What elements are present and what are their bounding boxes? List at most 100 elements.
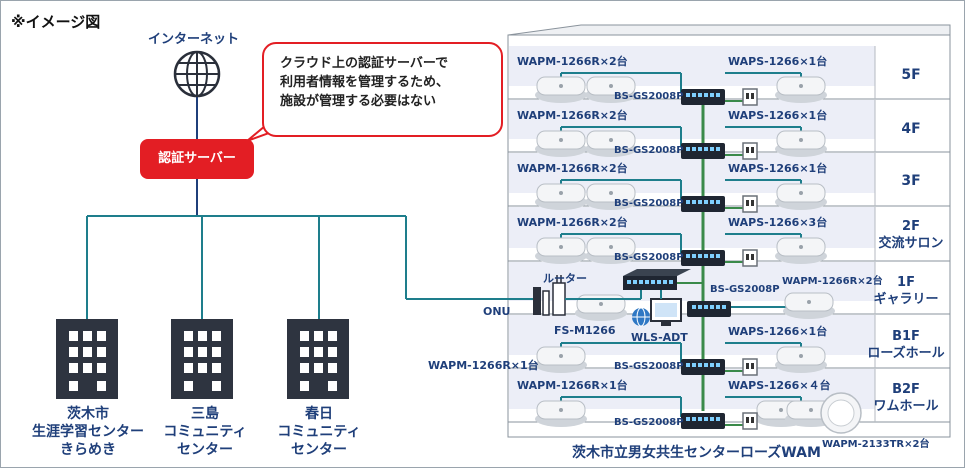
- ap-led: [807, 300, 811, 304]
- building-line: 茨木市: [67, 406, 109, 422]
- ap-label-left-4f: WAPM-1266R×2台: [517, 109, 628, 122]
- floor-label-4f: 4F: [901, 121, 921, 137]
- switch-port: [686, 147, 690, 151]
- outlet-body: [742, 358, 758, 376]
- ap-label-right-b1f: WAPS-1266×1台: [728, 325, 828, 338]
- access-point-icon: [535, 237, 587, 264]
- switch-label-3f: BS-GS2008P: [614, 198, 684, 209]
- poe-switch-icon: [681, 250, 725, 266]
- switch-port: [645, 280, 649, 284]
- switch-label-b1f: BS-GS2008P: [614, 361, 684, 372]
- switch-port: [686, 417, 690, 421]
- outlet-slot: [751, 147, 754, 153]
- switch-port: [698, 417, 702, 421]
- power-outlet-icon: [742, 195, 758, 213]
- building-window: [198, 347, 207, 357]
- switch-port: [639, 280, 643, 284]
- switch-port: [716, 147, 720, 151]
- switch-label-5f: BS-GS2008P: [614, 91, 684, 102]
- building-line: センター: [177, 442, 233, 458]
- building-window: [314, 347, 323, 357]
- ap-label-right-2f: WAPS-1266×3台: [728, 216, 828, 229]
- switch-port: [710, 93, 714, 97]
- floor-label-2f: 2F 交流サロン: [861, 218, 961, 252]
- building-window: [300, 363, 309, 373]
- switch-port: [716, 417, 720, 421]
- switch-port: [686, 200, 690, 204]
- switch-port: [698, 305, 702, 309]
- access-point-icon: [775, 183, 827, 210]
- outlet-slot: [746, 200, 749, 206]
- switch-port: [704, 93, 708, 97]
- switch-port: [692, 93, 696, 97]
- ap-label-left-b2f: WAPM-1266R×1台: [517, 379, 628, 392]
- core-switch-icon: [623, 269, 691, 290]
- building-window: [314, 363, 323, 373]
- switch-label-1f: BS-GS2008P: [710, 284, 780, 295]
- switch-port: [710, 363, 714, 367]
- poe-switch-icon: [681, 143, 725, 159]
- ap-label-right-5f: WAPS-1266×1台: [728, 55, 828, 68]
- ap-led: [599, 302, 603, 306]
- access-point-icon: [535, 76, 587, 103]
- ap-led: [809, 408, 813, 412]
- access-point-icon: [535, 130, 587, 157]
- access-point-icon: [585, 237, 637, 264]
- ap-label-left-2f: WAPM-1266R×2台: [517, 216, 628, 229]
- monitor-content: [655, 303, 677, 317]
- building-window: [212, 347, 221, 357]
- router-label: ルーター: [543, 272, 587, 285]
- switch-label-2f: BS-GS2008P: [614, 252, 684, 263]
- poe-switch-icon: [681, 89, 725, 105]
- switch-port: [704, 147, 708, 151]
- outlet-body: [742, 142, 758, 160]
- switch-port: [704, 200, 708, 204]
- facility-label: 茨木市立男女共生センターローズWAM: [572, 445, 821, 461]
- internet-label: インターネット: [148, 32, 240, 47]
- power-outlet-icon: [742, 142, 758, 160]
- floor-label-b1f: B1F ローズホール: [856, 328, 956, 362]
- wls-adt-label: WLS-ADT: [631, 331, 688, 344]
- ap-led: [799, 245, 803, 249]
- ap-led: [779, 408, 783, 412]
- access-point-icon: [585, 130, 637, 157]
- building-window: [300, 381, 309, 391]
- building-window: [198, 363, 207, 373]
- onu-stand: [542, 290, 550, 316]
- switch-port: [627, 280, 631, 284]
- ap-label-left-3f: WAPM-1266R×2台: [517, 162, 628, 175]
- ap-led: [559, 408, 563, 412]
- building-line: 生涯学習センター: [32, 424, 144, 440]
- building-window: [97, 331, 106, 341]
- outlet-slot: [746, 93, 749, 99]
- ap-led: [799, 191, 803, 195]
- ap-label-right-3f: WAPS-1266×1台: [728, 162, 828, 175]
- switch-port: [692, 417, 696, 421]
- outlet-slot: [746, 363, 749, 369]
- building-window: [97, 363, 106, 373]
- office-building-icon: [287, 319, 349, 399]
- callout-line: 施設が管理する必要はない: [280, 94, 437, 109]
- floor-name: 2F: [902, 219, 920, 234]
- access-point-icon: [585, 76, 637, 103]
- office-building-icon: [56, 319, 118, 399]
- switch-label-b2f: BS-GS2008P: [614, 417, 684, 428]
- building-line: 三島: [191, 406, 219, 422]
- ap-led: [609, 191, 613, 195]
- switch-port: [710, 200, 714, 204]
- switch-port: [716, 93, 720, 97]
- building-window: [300, 331, 309, 341]
- ap-led: [799, 138, 803, 142]
- switch-port: [692, 305, 696, 309]
- power-outlet-icon: [742, 412, 758, 430]
- switch-port: [698, 200, 702, 204]
- floor-name: 1F: [897, 275, 915, 290]
- image-note: ※イメージ図: [11, 13, 101, 31]
- ap-label-right-4f: WAPS-1266×1台: [728, 109, 828, 122]
- ap-led: [559, 138, 563, 142]
- switch-port: [704, 305, 708, 309]
- office-building-icon: [171, 319, 233, 399]
- monitor-stand: [661, 321, 671, 326]
- access-point-icon: [535, 400, 587, 427]
